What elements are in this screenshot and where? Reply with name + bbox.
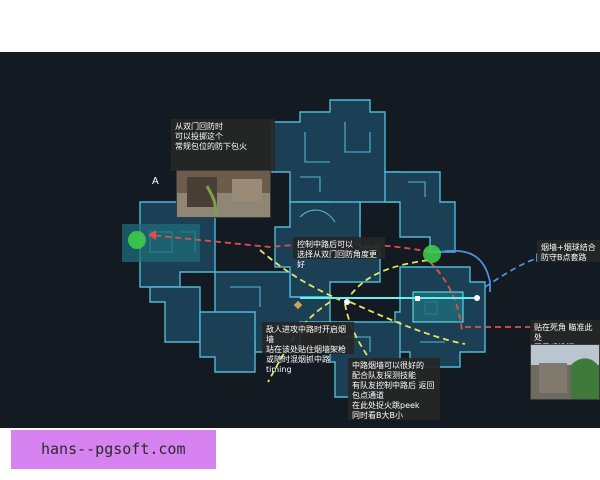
yellow-path [349,301,466,345]
note-corner-b: 贴在死角 瞄准此处 开局后投掷 [530,320,600,352]
b-site-zone [412,291,464,323]
position-dot [344,299,350,305]
wall-detail [344,122,371,153]
yellow-path [344,259,431,303]
ingame-view [177,171,270,217]
tactical-map: A 从双门回防时 可以投掷这个 常规包位的防下包火 控制中路后可以 选择从双门回… [0,52,600,428]
note-enemy-mid-smoke: 敌人进攻中路时开启烟墙 站在该处贴住烟墙架枪 或随时混烟抓中路timing [262,322,354,374]
blue-path [439,249,491,292]
wall-detail [230,286,261,307]
blue-path [484,256,541,288]
note-mid-smoke-team: 中路烟墙可以很好的 配合队友探测技能 有队友控制中路后 返回 包点通道 在此处捉… [348,358,440,420]
red-path [149,234,431,253]
a-lobby [149,286,201,343]
note-double-door-fire: 从双门回防时 可以投掷这个 常规包位的防下包火 [171,119,275,171]
smoke-marker-b [423,245,441,263]
upper-right-room [384,171,456,253]
rotation-paths [149,234,541,383]
arrow-head [148,230,156,240]
position-square [293,300,303,310]
note-smoke-ball-combo: 烟墙+烟球结合 防守B点套路 [537,240,600,262]
map-layout [122,99,544,398]
watermark: hans--pgsoft.com [11,430,216,469]
ingame-view [531,345,599,399]
wall-detail [304,132,330,163]
screenshot-double-door [176,170,271,218]
screenshot-corner-b [530,344,600,400]
note-mid-control: 控制中路后可以 选择从双门回防角度更好 [293,237,385,269]
wall-detail [299,209,336,223]
wall-detail [300,176,321,192]
yellow-path [259,249,341,301]
wall-detail [408,181,426,197]
smoke-marker-a [128,231,146,249]
red-path [429,261,463,333]
position-dot [474,295,480,301]
site-a-label: A [152,176,159,187]
position-square [415,296,420,301]
yellow-path [267,301,331,383]
bottom-corridor [199,311,256,373]
